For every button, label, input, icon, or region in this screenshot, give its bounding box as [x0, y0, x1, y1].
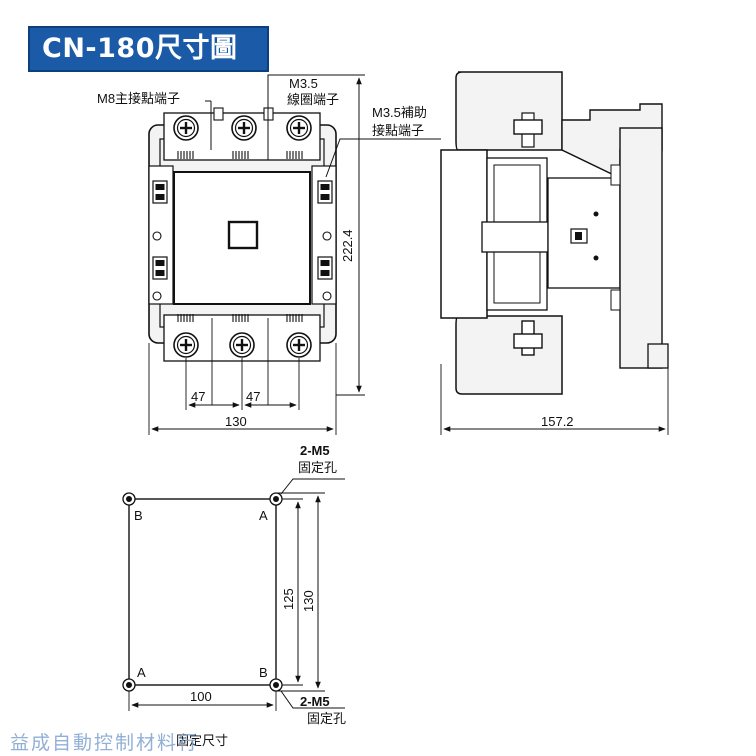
main-terminal-screw: [172, 114, 200, 142]
depth-dimension: 157.2: [541, 414, 574, 429]
main-terminal-screw: [285, 114, 313, 142]
mount-hole-top-label-line2: 固定孔: [298, 460, 337, 475]
mount-hole-top-label-line1: 2-M5: [300, 443, 330, 458]
indicator-window: [227, 220, 259, 250]
mount-width-dimension: 100: [190, 689, 212, 704]
front-view: [148, 74, 441, 435]
mount-hole: [269, 492, 283, 506]
main-terminal-screw: [172, 331, 200, 359]
coil-terminal-label-line1: M3.5: [289, 76, 318, 91]
mount-hole: [122, 678, 136, 692]
corner-b-top: B: [134, 508, 143, 523]
page-title: CN-180尺寸圖: [28, 26, 269, 72]
mount-height-outer-dimension: 130: [301, 590, 316, 612]
coil-terminal-label-line2: 線圈端子: [287, 92, 339, 107]
main-terminal-label: M8主接點端子: [97, 91, 180, 106]
pitch-left-dimension: 47: [191, 389, 205, 404]
mounting-view: [122, 478, 345, 711]
corner-a-bottom: A: [137, 665, 146, 680]
width-dimension: 130: [225, 414, 247, 429]
aux-terminal-label-line1: M3.5補助: [372, 105, 427, 120]
watermark: 益成自動控制材料行: [10, 732, 200, 754]
main-terminal-screw: [285, 331, 313, 359]
corner-a-top: A: [259, 508, 268, 523]
pitch-right-dimension: 47: [246, 389, 260, 404]
mount-height-inner-dimension: 125: [281, 588, 296, 610]
aux-terminal-label-line2: 接點端子: [372, 123, 424, 138]
mount-hole: [122, 492, 136, 506]
corner-b-bottom: B: [259, 665, 268, 680]
mount-hole: [269, 678, 283, 692]
side-view: [440, 71, 669, 435]
main-terminal-screw: [228, 331, 256, 359]
side-body: [619, 127, 663, 369]
mounting-dimensions-label: 固定尺寸: [176, 733, 228, 748]
main-terminal-screw: [230, 114, 258, 142]
mounting-outline: [128, 498, 277, 686]
height-dimension: 222.4: [340, 229, 355, 262]
mount-hole-bottom-label-line1: 2-M5: [300, 694, 330, 709]
mount-hole-bottom-label-line2: 固定孔: [307, 711, 346, 726]
